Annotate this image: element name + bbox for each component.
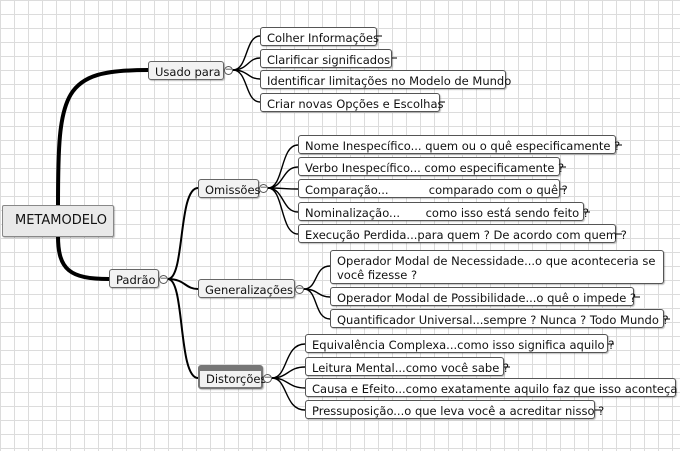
leaf-label: Verbo Inespecífico... como especificamen… (305, 161, 565, 175)
leaf-execucao-perdida[interactable]: Execução Perdida...para quem ? De acordo… (298, 224, 627, 243)
node-padrao[interactable]: Padrão (109, 269, 159, 288)
leaf-criar-novas-opcoes[interactable]: Criar novas Opções e Escolhas (260, 93, 444, 112)
leaf-nominalizacao[interactable]: Nominalização... como isso está sendo fe… (298, 202, 589, 221)
leaf-label: Nominalização... como isso está sendo fe… (305, 206, 589, 220)
leaf-colher-informacoes[interactable]: Colher Informações (260, 27, 379, 46)
leaf-quantificador-universal[interactable]: Quantificador Universal...sempre ? Nunca… (330, 309, 669, 328)
leaf-label: Colher Informações (267, 31, 379, 45)
leaf-label: Operador Modal de Possibilidade...o quê … (337, 291, 637, 305)
leaf-causa-e-efeito[interactable]: Causa e Efeito...como exatamente aquilo … (305, 378, 680, 397)
node-generalizacoes[interactable]: Generalizações (198, 279, 295, 298)
collapse-toggle-generalizacoes[interactable]: − (295, 284, 304, 294)
node-generalizacoes-label: Generalizações (205, 283, 294, 297)
node-omissoes[interactable]: Omissões (198, 179, 261, 198)
leaf-leitura-mental[interactable]: Leitura Mental...como você sabe ? (305, 357, 509, 376)
leaf-verbo-inespecifico[interactable]: Verbo Inespecífico... como especificamen… (298, 157, 564, 176)
root-label: METAMODELO (15, 213, 107, 228)
leaf-label: Pressuposição...o que leva você a acredi… (312, 404, 605, 418)
leaf-equivalencia-complexa[interactable]: Equivalência Complexa...como isso signif… (305, 334, 614, 353)
leaf-clarificar-significados[interactable]: Clarificar significados (260, 49, 392, 68)
root-node-metamodelo[interactable]: METAMODELO (2, 205, 114, 237)
leaf-operador-modal-possibilidade[interactable]: Operador Modal de Possibilidade...o quê … (330, 287, 637, 306)
collapse-toggle-padrao[interactable]: − (159, 274, 168, 284)
leaf-operador-modal-necessidade[interactable]: Operador Modal de Necessidade...o que ac… (330, 250, 664, 284)
leaf-label: Nome Inespecífico... quem ou o quê espec… (305, 139, 621, 153)
leaf-comparacao[interactable]: Comparação... comparado com o quê ? (298, 179, 568, 198)
node-distorcoes-label: Distorções (206, 372, 267, 386)
leaf-label: Operador Modal de Necessidade...o que ac… (337, 254, 656, 282)
leaf-pressuposicao[interactable]: Pressuposição...o que leva você a acredi… (305, 400, 604, 419)
leaf-label: Execução Perdida...para quem ? De acordo… (305, 228, 627, 242)
node-usado-para-label: Usado para (155, 65, 221, 79)
leaf-identificar-limitacoes[interactable]: Identificar limitações no Modelo de Mund… (260, 70, 511, 89)
leaf-label: Identificar limitações no Modelo de Mund… (267, 74, 512, 88)
leaf-label: Causa e Efeito...como exatamente aquilo … (312, 382, 680, 396)
leaf-label: Comparação... comparado com o quê ? (305, 183, 568, 197)
node-usado-para[interactable]: Usado para (148, 61, 224, 80)
node-omissoes-label: Omissões (205, 183, 261, 197)
collapse-toggle-omissoes[interactable]: − (259, 183, 268, 193)
leaf-label: Clarificar significados (267, 53, 391, 67)
node-distorcoes[interactable]: Distorções (198, 365, 267, 389)
leaf-label: Leitura Mental...como você sabe ? (312, 361, 510, 375)
collapse-toggle-distorcoes[interactable]: − (263, 373, 272, 383)
leaf-nome-inespecifico[interactable]: Nome Inespecífico... quem ou o quê espec… (298, 135, 620, 154)
collapse-toggle-usado-para[interactable]: − (224, 65, 233, 75)
leaf-label: Quantificador Universal...sempre ? Nunca… (337, 313, 669, 327)
leaf-label: Equivalência Complexa...como isso signif… (312, 338, 615, 352)
leaf-label: Criar novas Opções e Escolhas (267, 97, 444, 111)
node-padrao-label: Padrão (116, 273, 156, 287)
